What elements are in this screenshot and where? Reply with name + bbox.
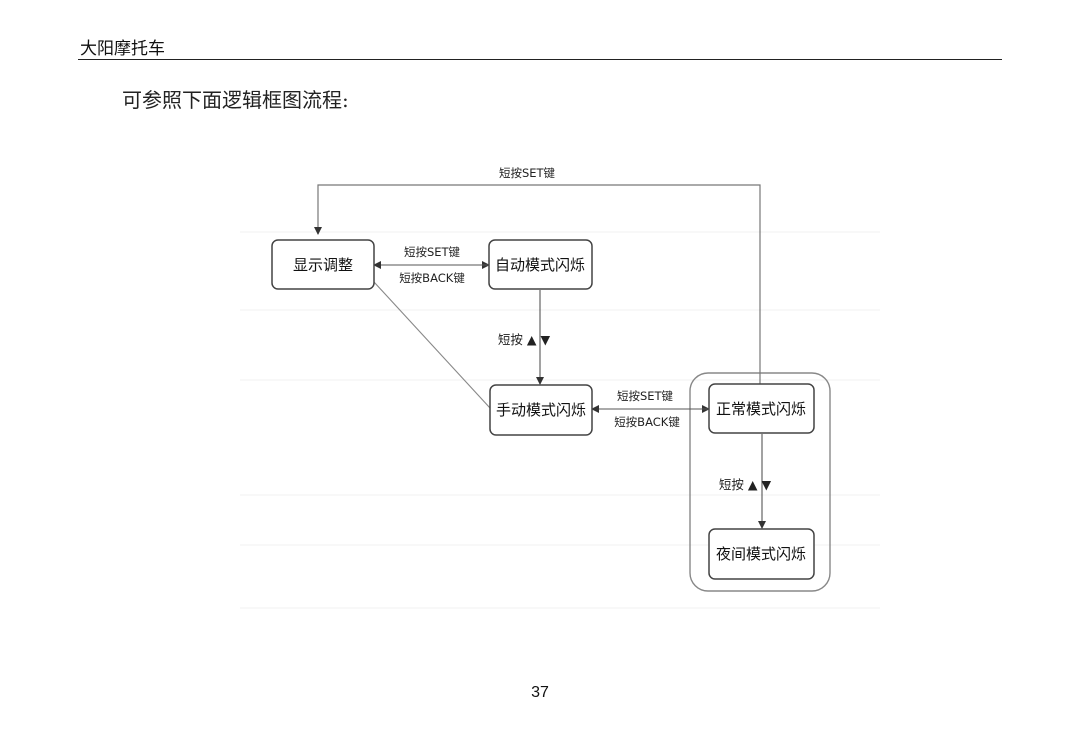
intro-text: 可参照下面逻辑框图流程: <box>122 88 349 112</box>
node-night-mode: 夜间模式闪烁 <box>708 528 815 580</box>
node-manual-mode: 手动模式闪烁 <box>489 384 593 436</box>
auto-manual-label: 短按 ▲ ▼ <box>498 332 551 347</box>
page-number: 37 <box>531 684 549 701</box>
node-normal-mode: 正常模式闪烁 <box>708 383 815 434</box>
node-auto-mode-label: 自动模式闪烁 <box>495 256 585 274</box>
node-auto-mode: 自动模式闪烁 <box>488 239 593 290</box>
normal-night-label: 短按 ▲ ▼ <box>719 477 772 492</box>
display-manual-diagonal <box>373 281 491 409</box>
auto-to-display-label: 短按BACK键 <box>399 271 465 285</box>
top-loop-label: 短按SET键 <box>499 166 556 180</box>
node-manual-mode-label: 手动模式闪烁 <box>496 401 586 419</box>
node-normal-mode-label: 正常模式闪烁 <box>716 400 806 418</box>
node-display-adjust-label: 显示调整 <box>293 256 353 274</box>
normal-to-manual-label: 短按BACK键 <box>614 415 680 429</box>
display-to-auto-label: 短按SET键 <box>404 245 461 259</box>
manual-to-normal-label: 短按SET键 <box>617 389 674 403</box>
header-divider <box>78 59 1002 60</box>
node-display-adjust: 显示调整 <box>271 239 375 290</box>
top-loop-connector <box>314 184 761 384</box>
page-header-title: 大阳摩托车 <box>80 39 165 59</box>
node-night-mode-label: 夜间模式闪烁 <box>716 545 806 563</box>
